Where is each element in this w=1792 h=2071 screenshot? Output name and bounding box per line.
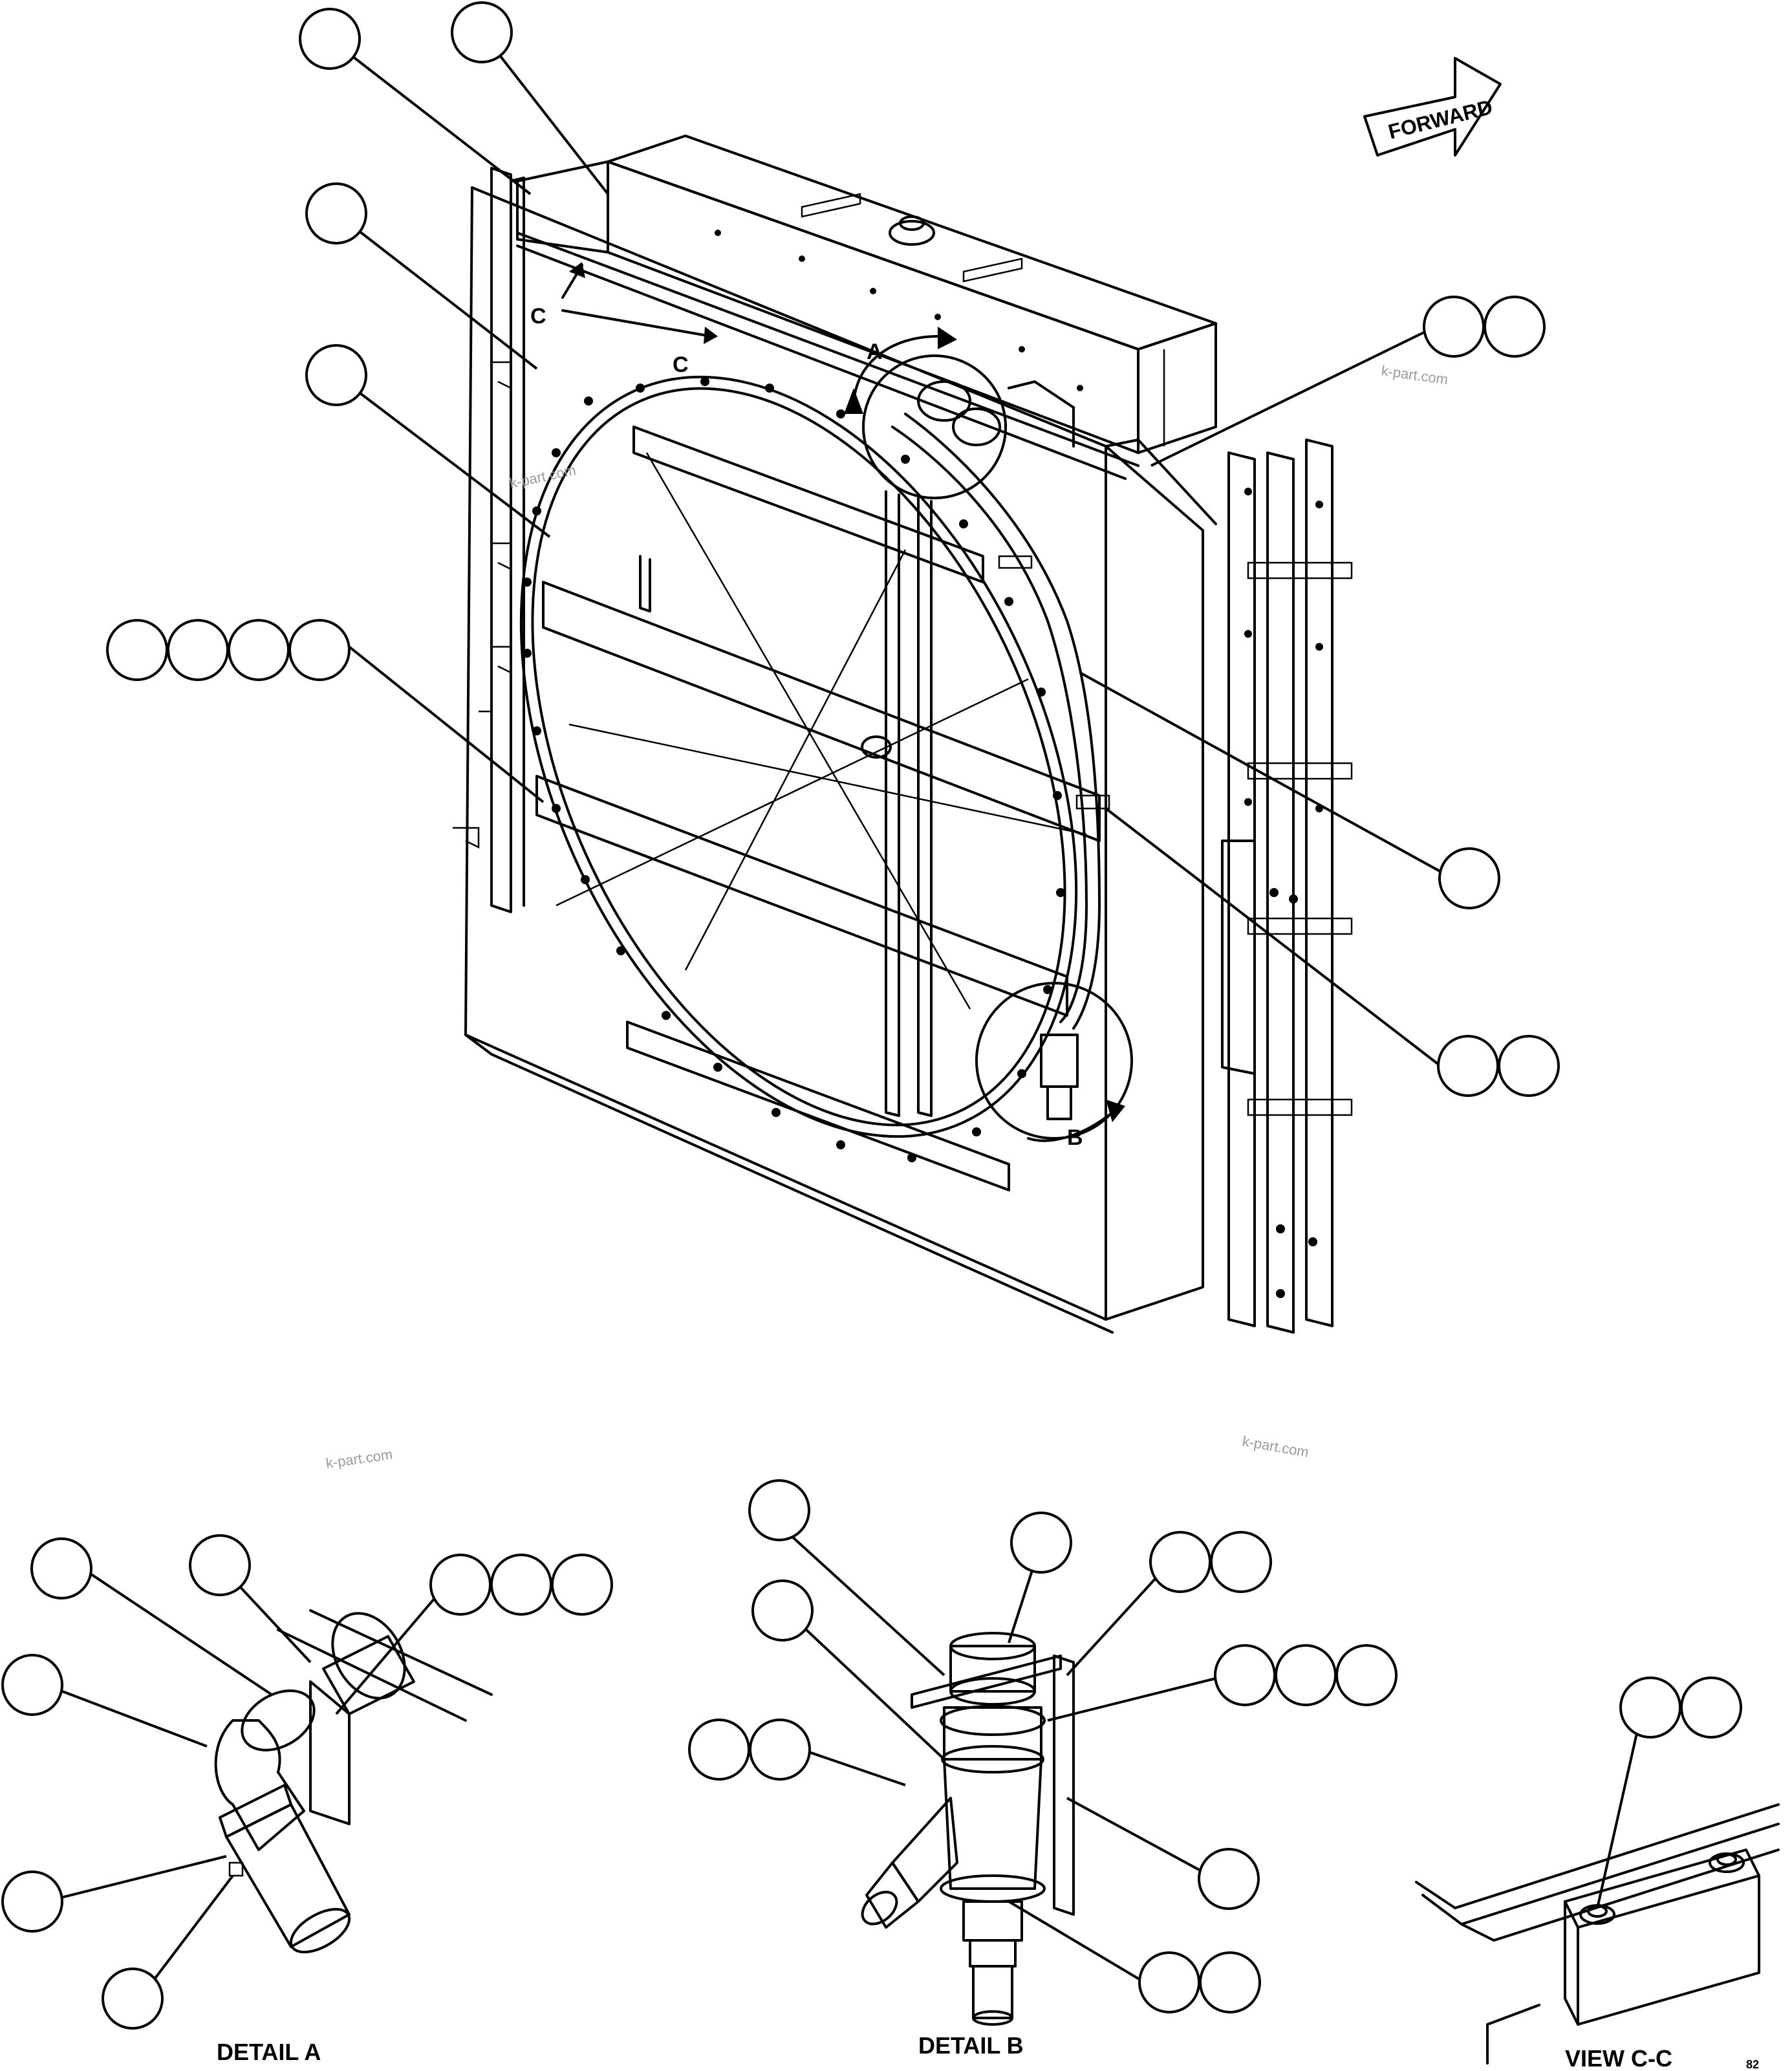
callout-circle [288, 619, 351, 681]
callout-circle [1, 1870, 63, 1933]
watermark: k-part.com [1241, 1433, 1310, 1460]
callout-circle [189, 1534, 251, 1596]
callout-circle [228, 619, 290, 681]
callout-circle [490, 1554, 552, 1616]
callout-circle [30, 1537, 92, 1599]
section-marker-c-right: C [673, 352, 689, 377]
callout-circle [1438, 847, 1500, 909]
detail-b: DETAIL B [688, 1479, 1398, 2059]
callout-circle [305, 344, 367, 406]
detail-a-title: DETAIL A [217, 2039, 321, 2065]
detail-a: DETAIL A [1, 1534, 613, 2065]
view-cc-title: VIEW C-C [1565, 2045, 1672, 2071]
callout-circle [1199, 1951, 1261, 2013]
callout-circle [1437, 1035, 1499, 1097]
watermark: k-part.com [508, 462, 578, 492]
radiator-assembly [453, 135, 1353, 1334]
callout-circle [167, 619, 229, 681]
callout-circle [1149, 1531, 1211, 1593]
callout-circle [1484, 296, 1546, 358]
callout-circle [299, 8, 361, 70]
section-marker-a: A [867, 340, 883, 364]
ring-bolts [523, 230, 1323, 1298]
callout-circle [102, 1968, 164, 2030]
watermark: k-part.com [325, 1446, 393, 1471]
callout-circle [106, 619, 168, 681]
callout-circle [1619, 1676, 1681, 1739]
callout-circle [1680, 1676, 1742, 1739]
callout-circle [429, 1554, 491, 1616]
figure-code: 82 [1746, 2058, 1759, 2071]
forward-arrow: FORWARD [1363, 57, 1502, 157]
section-markers: C C A B [530, 262, 1133, 1150]
section-marker-c-left: C [530, 304, 546, 329]
callout-circle [1210, 1531, 1272, 1593]
detail-b-title: DETAIL B [918, 2032, 1024, 2059]
callout-circle [1198, 1848, 1260, 1910]
section-marker-b: B [1067, 1125, 1083, 1150]
callout-circle [751, 1579, 814, 1642]
callout-circle [1010, 1512, 1072, 1574]
callout-circle [1, 1654, 63, 1716]
forward-label: FORWARD [1386, 95, 1495, 144]
callout-circle [688, 1719, 750, 1781]
callout-circle [305, 182, 367, 244]
callout-circle [748, 1479, 810, 1541]
callout-circle [1275, 1644, 1337, 1706]
view-cc: VIEW C-C 82 [1415, 1676, 1780, 2071]
callout-circle [1498, 1035, 1560, 1097]
callout-circle [1335, 1644, 1398, 1706]
watermark: k-part.com [1380, 362, 1449, 387]
callout-circle [1138, 1951, 1200, 2013]
callouts-main [106, 1, 1560, 1097]
callout-circle [749, 1719, 811, 1781]
callout-circle [451, 1, 513, 63]
callout-circle [1423, 296, 1485, 358]
callout-circle [1214, 1644, 1276, 1706]
callout-circle [551, 1554, 613, 1616]
